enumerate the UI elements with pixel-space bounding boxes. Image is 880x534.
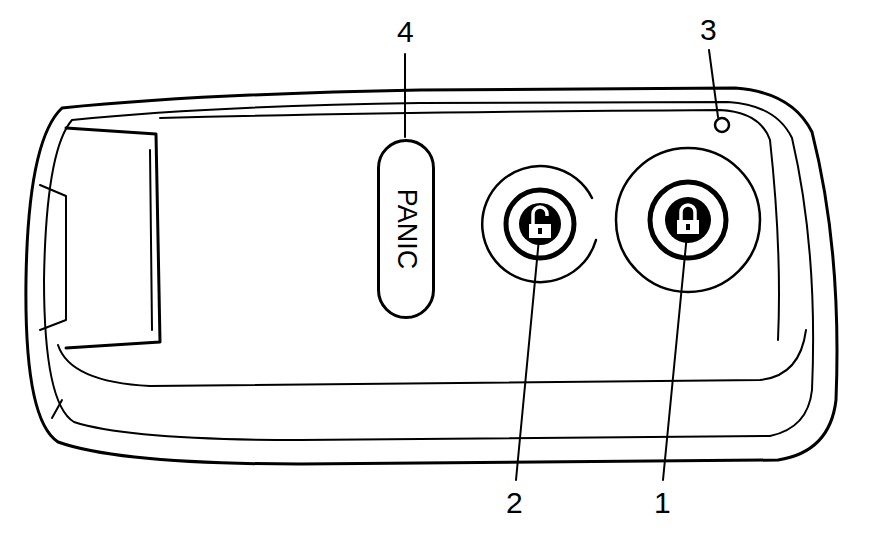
- unlock-icon: [519, 203, 561, 245]
- lock-button: [650, 182, 726, 258]
- panic-button: PANIC: [377, 139, 435, 319]
- lock-icon: [665, 197, 711, 243]
- leader-line: [516, 228, 540, 480]
- unlock-button: [506, 190, 574, 258]
- fob-outer-body: [26, 88, 837, 464]
- button-label: PANIC: [393, 189, 420, 270]
- fob-face-edge: [58, 330, 806, 386]
- leader-line: [709, 50, 718, 117]
- lock-button-ring: [616, 148, 760, 292]
- fob-lower-mark: [52, 400, 62, 418]
- unlock-button-ring: [482, 166, 596, 282]
- callout-number: 2: [504, 488, 525, 518]
- indicator-light: [715, 118, 729, 132]
- key-blade-slot: [66, 128, 160, 348]
- key-blade-edge: [40, 185, 66, 330]
- callout-number: 3: [698, 15, 719, 45]
- fob-face-top: [160, 110, 779, 340]
- fob-inner-rim: [44, 102, 813, 440]
- leader-line: [663, 224, 688, 480]
- callout-number: 1: [652, 488, 673, 518]
- key-blade-line: [150, 150, 152, 330]
- callout-number: 4: [395, 17, 416, 47]
- leader-line: [404, 54, 406, 137]
